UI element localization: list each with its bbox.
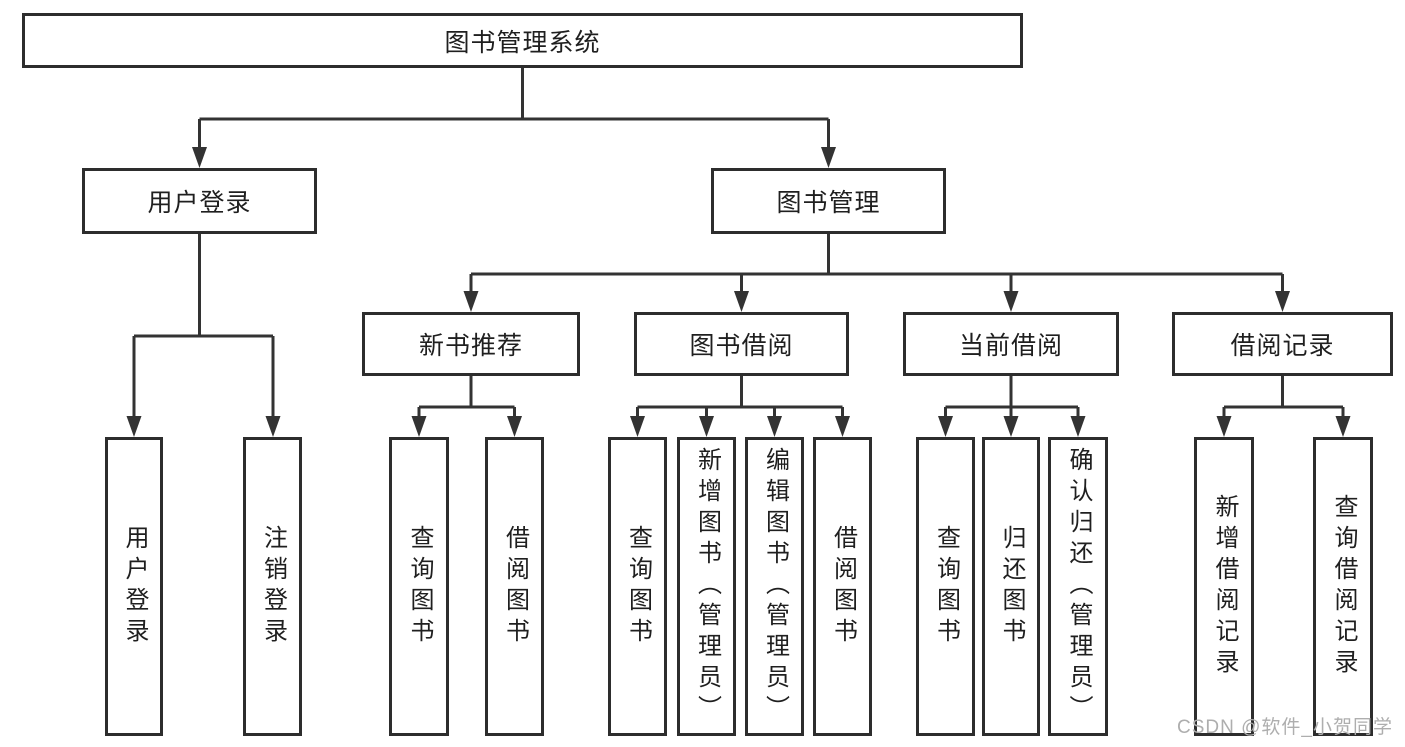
leaf-borrow-book-1: 借阅图书	[485, 437, 544, 736]
node-borrow-record: 借阅记录	[1172, 312, 1393, 376]
connector-borrow-record-to-leaves	[1222, 376, 1345, 422]
node-book-borrow-label: 图书借阅	[689, 332, 794, 360]
connector-new-book-to-leaves	[417, 376, 516, 422]
leaf-query-book-1-label: 查询图书	[406, 524, 433, 649]
arrowhead	[411, 416, 427, 437]
leaf-logout-label: 注销登录	[259, 524, 287, 649]
node-current-borrow-label: 当前借阅	[958, 332, 1063, 360]
connector-current-borrow-to-leaves	[944, 376, 1080, 422]
arrowhead	[1275, 291, 1290, 312]
leaf-edit-book-admin-label: 编辑图书（管理员）	[761, 447, 789, 726]
leaf-borrow-book-1-label: 借阅图书	[501, 524, 529, 649]
leaf-edit-book-admin: 编辑图书（管理员）	[745, 437, 804, 736]
leaf-return-book-label: 归还图书	[998, 524, 1025, 649]
node-new-book-recommend-label: 新书推荐	[418, 332, 523, 360]
arrowhead	[265, 416, 281, 437]
node-root-label: 图书管理系统	[444, 28, 601, 57]
leaf-confirm-return-admin-label: 确认归还（管理员）	[1065, 447, 1092, 726]
arrowhead	[507, 416, 522, 437]
arrowhead	[1070, 416, 1086, 437]
leaf-add-borrow-record-label: 新增借阅记录	[1211, 493, 1238, 680]
arrowhead	[192, 147, 207, 168]
arrowhead	[126, 416, 142, 437]
node-user-login: 用户登录	[82, 168, 317, 234]
watermark: CSDN @软件_小贺同学	[1177, 717, 1393, 738]
leaf-query-book-2-label: 查询图书	[624, 524, 652, 649]
leaf-query-book-3: 查询图书	[916, 437, 975, 736]
node-current-borrow: 当前借阅	[903, 312, 1119, 376]
leaf-confirm-return-admin: 确认归还（管理员）	[1048, 437, 1108, 736]
node-book-management-label: 图书管理	[776, 189, 881, 217]
leaf-query-borrow-record-label: 查询借阅记录	[1330, 493, 1357, 680]
arrowhead	[767, 416, 782, 437]
node-root: 图书管理系统	[22, 13, 1023, 68]
leaf-query-borrow-record: 查询借阅记录	[1313, 437, 1373, 736]
leaf-add-book-admin: 新增图书（管理员）	[677, 437, 736, 736]
leaf-logout: 注销登录	[243, 437, 302, 736]
node-new-book-recommend: 新书推荐	[362, 312, 580, 376]
leaf-user-login-label: 用户登录	[121, 524, 148, 649]
arrowhead	[463, 291, 479, 312]
arrowhead	[1335, 416, 1351, 437]
leaf-borrow-book-2: 借阅图书	[813, 437, 872, 736]
arrowhead	[1216, 416, 1232, 437]
arrowhead	[835, 416, 850, 437]
leaf-borrow-book-2-label: 借阅图书	[829, 524, 857, 649]
connector-book-mgmt-to-level3	[469, 234, 1284, 297]
arrowhead	[630, 416, 645, 437]
arrowhead	[938, 416, 953, 437]
node-book-management: 图书管理	[711, 168, 946, 234]
leaf-query-book-3-label: 查询图书	[932, 524, 960, 649]
connector-user-login-to-leaves	[132, 234, 275, 420]
arrowhead	[734, 291, 749, 312]
arrowhead	[1003, 416, 1019, 437]
node-book-borrow: 图书借阅	[634, 312, 849, 376]
leaf-return-book: 归还图书	[982, 437, 1040, 736]
leaf-user-login: 用户登录	[105, 437, 163, 736]
leaf-add-borrow-record: 新增借阅记录	[1194, 437, 1254, 736]
leaf-query-book-2: 查询图书	[608, 437, 667, 736]
connector-root-to-level2	[198, 68, 830, 150]
leaf-query-book-1: 查询图书	[389, 437, 449, 736]
arrowhead	[821, 147, 836, 168]
node-borrow-record-label: 借阅记录	[1230, 332, 1335, 360]
arrowhead	[1003, 291, 1019, 312]
connector-book-borrow-to-leaves	[636, 376, 844, 422]
node-user-login-label: 用户登录	[147, 189, 252, 217]
leaf-add-book-admin-label: 新增图书（管理员）	[693, 447, 721, 726]
arrowhead	[699, 416, 714, 437]
